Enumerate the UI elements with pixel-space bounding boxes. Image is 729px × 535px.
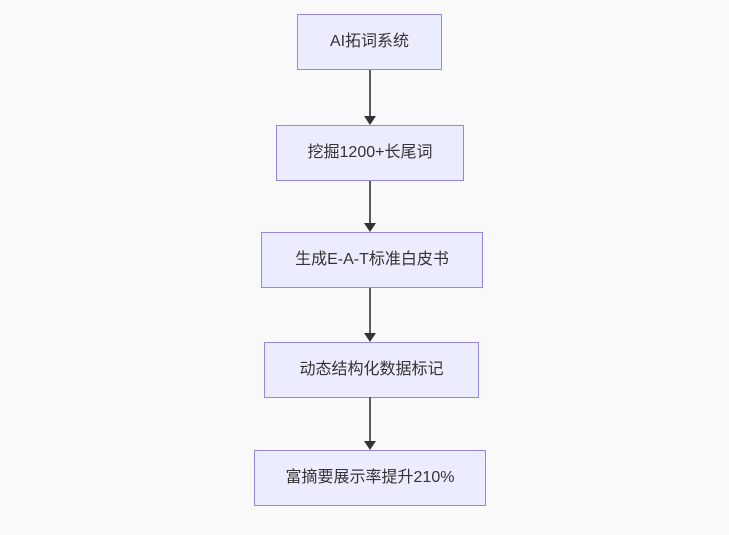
flow-node-rich-snippet-result: 富摘要展示率提升210%: [254, 450, 486, 506]
arrow-shaft: [369, 181, 371, 223]
flow-arrow-4: [364, 397, 376, 450]
flow-node-label: 挖掘1200+长尾词: [307, 144, 433, 161]
flow-node-structured-data-markup: 动态结构化数据标记: [264, 342, 479, 398]
flow-node-label: 富摘要展示率提升210%: [285, 469, 455, 486]
flow-node-label: 动态结构化数据标记: [299, 361, 444, 378]
flow-node-longtail-mining: 挖掘1200+长尾词: [276, 125, 464, 181]
arrow-head-icon: [364, 116, 376, 125]
flow-node-label: AI拓词系统: [329, 33, 410, 50]
arrow-shaft: [369, 288, 371, 333]
arrow-shaft: [369, 397, 371, 441]
flow-node-eat-whitepaper: 生成E-A-T标准白皮书: [261, 232, 483, 288]
flow-arrow-2: [364, 181, 376, 232]
arrow-head-icon: [364, 223, 376, 232]
arrow-head-icon: [364, 441, 376, 450]
arrow-shaft: [369, 70, 371, 116]
flow-arrow-1: [364, 70, 376, 125]
flow-node-label: 生成E-A-T标准白皮书: [295, 251, 449, 268]
flow-arrow-3: [364, 288, 376, 342]
arrow-head-icon: [364, 333, 376, 342]
flow-node-ai-keyword-system: AI拓词系统: [297, 14, 442, 70]
